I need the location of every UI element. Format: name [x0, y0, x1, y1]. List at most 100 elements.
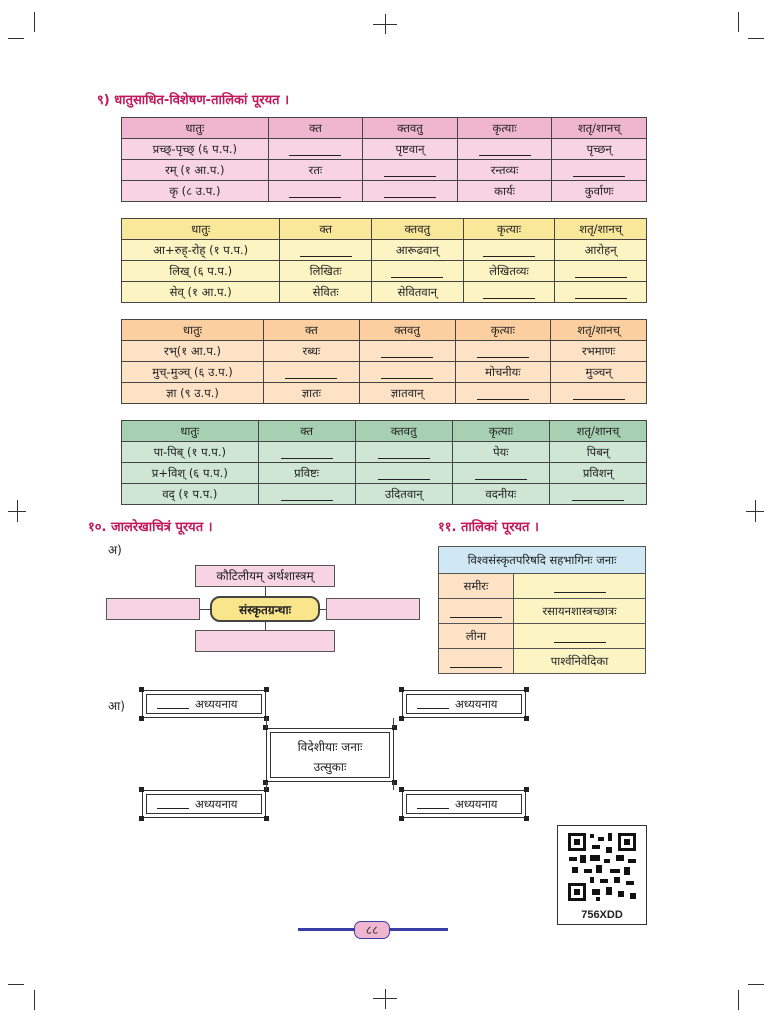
fill-blank[interactable]: [257, 483, 356, 505]
header-shatr: शतृ/शानच्: [550, 319, 647, 341]
answer-cell: प्रविष्टः: [257, 462, 356, 484]
answer-cell: रभमाणः: [550, 340, 647, 362]
answer-cell: प्रविशन्: [548, 462, 648, 484]
connector-line: [265, 587, 266, 597]
connector-line: [320, 609, 326, 610]
connector-line: [265, 622, 266, 630]
answer-cell: पृच्छन्: [551, 138, 647, 160]
q10-heading: १०. जालरेखाचित्रं पूरयत ।: [88, 520, 213, 535]
fill-blank[interactable]: [263, 361, 360, 383]
study-frame-top-left[interactable]: अध्ययनाय: [139, 687, 269, 721]
fill-blank[interactable]: [354, 441, 453, 463]
qr-code[interactable]: 756XDD: [557, 825, 647, 925]
fill-blank[interactable]: [454, 382, 552, 404]
answer-cell: सेवितवान्: [371, 281, 464, 303]
qr-icon: [566, 831, 638, 903]
fill-blank[interactable]: [371, 260, 464, 282]
study-frame-bottom-right[interactable]: अध्ययनाय: [399, 787, 529, 821]
fill-blank[interactable]: [362, 159, 458, 181]
fill-blank[interactable]: [451, 462, 550, 484]
header-ktavatu: क्तवतु: [371, 218, 464, 240]
frame-label: अध्ययनाय: [455, 797, 498, 811]
table-row: वद् (१ प.प.) उदितवान् वदनीयः: [121, 483, 648, 505]
table-row: सेव् (१ आ.प.) सेवितः सेवितवान्: [120, 281, 647, 303]
connector-line: [266, 782, 267, 790]
fill-blank[interactable]: [548, 483, 648, 505]
table-row: पा-पिब् (१ प.प.) पेयः पिबन्: [121, 441, 648, 463]
role-cell: रसायनशास्त्रच्छात्रः: [513, 598, 646, 624]
answer-cell: आरूढवान्: [371, 239, 464, 261]
table-row: रभ्(१ आ.प.) रब्धः रभमाणः: [120, 340, 647, 362]
study-frame-top-right[interactable]: अध्ययनाय: [399, 687, 529, 721]
header-shatr: शतृ/शानच्: [551, 117, 647, 139]
part-a-label: अ): [108, 543, 122, 557]
dhatu-cell: ज्ञा (९ उ.प.): [120, 382, 265, 404]
fill-blank[interactable]: [438, 648, 514, 674]
fill-blank[interactable]: [462, 281, 556, 303]
name-cell: समीरः: [438, 573, 514, 599]
connector-line: [266, 718, 267, 728]
table-row: कृ (८ उ.प.) कार्यः कुर्वाणः: [121, 180, 647, 202]
table-row: प्रच्छ्-पृच्छ् (६ प.प.) पृष्टवान् पृच्छन…: [121, 138, 647, 160]
fill-blank[interactable]: [257, 441, 356, 463]
dhatu-cell: वद् (१ प.प.): [121, 483, 259, 505]
answer-cell: मोचनीयः: [454, 361, 552, 383]
table-row: प्र+विश् (६ प.प.) प्रविष्टः प्रविशन्: [121, 462, 648, 484]
dhatu-cell: प्रच्छ्-पृच्छ् (६ प.प.): [121, 138, 269, 160]
fill-blank[interactable]: [267, 138, 364, 160]
fill-blank[interactable]: [354, 462, 453, 484]
fill-blank[interactable]: [513, 573, 646, 599]
answer-box-bottom[interactable]: [195, 630, 335, 652]
table-row: समीरः: [438, 573, 646, 599]
ornament-line-left: [298, 928, 354, 931]
header-shatr: शतृ/शानच्: [554, 218, 647, 240]
header-kta: क्त: [279, 218, 373, 240]
q11-heading: ११. तालिकां पूरयत ।: [438, 520, 539, 535]
fill-blank[interactable]: [267, 180, 364, 202]
answer-box-left[interactable]: [106, 598, 200, 620]
fill-blank[interactable]: [358, 340, 456, 362]
header-dhatu: धातुः: [120, 218, 281, 240]
name-cell: लीना: [438, 623, 514, 649]
participants-table: विश्वसंस्कृतपरिषदि सहभागिनः जनाः समीरः र…: [438, 546, 646, 674]
fill-blank[interactable]: [551, 159, 647, 181]
answer-cell: पिबन्: [548, 441, 648, 463]
fill-blank[interactable]: [550, 382, 647, 404]
dhatu-cell: पा-पिब् (१ प.प.): [121, 441, 259, 463]
role-cell: पार्श्वनिवेदिका: [513, 648, 646, 674]
dhatu-cell: आ+रुह्-रोह् (१ प.प.): [120, 239, 281, 261]
fill-blank[interactable]: [513, 623, 646, 649]
header-kta: क्त: [263, 319, 360, 341]
fill-blank[interactable]: [456, 138, 553, 160]
fill-blank[interactable]: [279, 239, 373, 261]
participle-table-3: धातुः क्त क्तवतु कृत्याः शतृ/शानच् रभ्(१…: [120, 319, 647, 404]
header-shatr: शतृ/शानच्: [548, 420, 648, 442]
answer-cell: लेखितव्यः: [462, 260, 556, 282]
fill-blank[interactable]: [554, 260, 647, 282]
header-kta: क्त: [257, 420, 356, 442]
fill-blank[interactable]: [362, 180, 458, 202]
header-ktavatu: क्तवतु: [362, 117, 458, 139]
frame-label: अध्ययनाय: [195, 797, 238, 811]
header-dhatu: धातुः: [121, 420, 259, 442]
fill-blank[interactable]: [462, 239, 556, 261]
table-row: लीना: [438, 623, 646, 649]
fill-blank[interactable]: [358, 361, 456, 383]
answer-box-right[interactable]: [326, 598, 420, 620]
dhatu-cell: सेव् (१ आ.प.): [120, 281, 281, 303]
table-row: लिख् (६ प.प.) लिखितः लेखितव्यः: [120, 260, 647, 282]
fill-blank[interactable]: [554, 281, 647, 303]
dhatu-cell: कृ (८ उ.प.): [121, 180, 269, 202]
fill-blank[interactable]: [454, 340, 552, 362]
answer-cell: रन्तव्यः: [456, 159, 553, 181]
answer-cell: पृष्टवान्: [362, 138, 458, 160]
table-row: आ+रुह्-रोह् (१ प.प.) आरूढवान् आरोहन्: [120, 239, 647, 261]
study-frame-bottom-left[interactable]: अध्ययनाय: [139, 787, 269, 821]
answer-cell: रब्धः: [263, 340, 360, 362]
qr-code-label: 756XDD: [581, 909, 623, 921]
fill-blank[interactable]: [438, 598, 514, 624]
header-krtya: कृत्याः: [451, 420, 550, 442]
part-b-label: आ): [108, 699, 125, 713]
dhatu-cell: लिख् (६ प.प.): [120, 260, 281, 282]
header-krtya: कृत्याः: [456, 117, 553, 139]
